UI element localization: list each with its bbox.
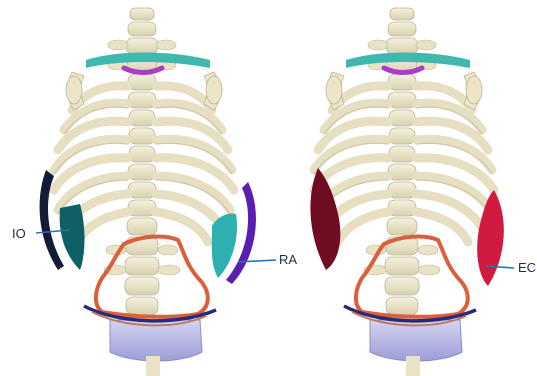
torso-left — [36, 8, 276, 376]
io-muscle — [60, 204, 85, 270]
ec-label: EC — [518, 260, 536, 275]
ra-muscle — [212, 214, 237, 279]
ra-label: RA — [279, 252, 297, 267]
torso-right — [310, 8, 514, 376]
io-label: IO — [12, 226, 26, 241]
ec-muscle-left — [310, 168, 340, 270]
